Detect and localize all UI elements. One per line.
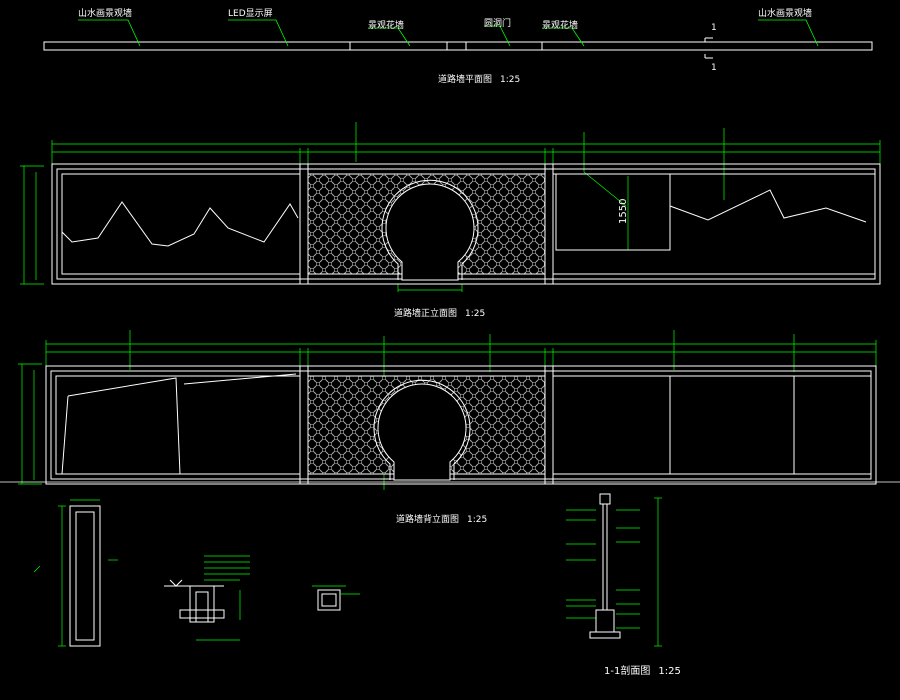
front-elevation-title: 道路墙正立面图 1:25 bbox=[394, 306, 485, 319]
plan-title-scale: 1:25 bbox=[500, 75, 521, 85]
section-mark-bottom: 1 bbox=[711, 63, 717, 73]
front-right-panel bbox=[552, 173, 876, 275]
back-elevation bbox=[0, 330, 900, 490]
plan-leaders bbox=[78, 19, 819, 47]
mountain-outline-right bbox=[669, 189, 867, 223]
label-led-screen: LED显示屏 bbox=[228, 9, 273, 19]
section-mark-top: 1 bbox=[711, 23, 717, 33]
back-moon-gate bbox=[373, 379, 471, 481]
front-mountain-panel bbox=[61, 173, 301, 275]
label-moon-gate: 圆洞门 bbox=[484, 19, 512, 29]
front-moon-gate bbox=[381, 179, 479, 281]
label-mountain-wall-right: 山水画景观墙 bbox=[758, 9, 813, 19]
back-wall-outline bbox=[45, 365, 877, 485]
front-wall-outline bbox=[51, 163, 881, 285]
section-title-scale: 1:25 bbox=[658, 666, 681, 677]
label-screen-wall-right: 景观花墙 bbox=[542, 21, 579, 31]
plan-view bbox=[43, 19, 873, 59]
detail-pier-section bbox=[33, 499, 118, 647]
front-elevation-scale: 1:25 bbox=[465, 309, 486, 319]
back-elevation-scale: 1:25 bbox=[467, 515, 488, 525]
section-title-text: 1-1剖面图 bbox=[604, 666, 651, 677]
back-right-panel bbox=[552, 375, 872, 475]
label-screen-wall-left: 景观花墙 bbox=[368, 21, 405, 31]
front-dim-1550: 1550 bbox=[618, 199, 629, 224]
detail-post bbox=[312, 585, 360, 611]
front-elevation: 1550 bbox=[20, 122, 881, 292]
section-1-1 bbox=[566, 493, 662, 647]
front-dimensions bbox=[20, 122, 881, 292]
label-mountain-wall-left: 山水画景观墙 bbox=[78, 9, 133, 19]
section-cut-mark bbox=[704, 37, 713, 59]
back-elevation-title-text: 道路墙背立面图 bbox=[396, 515, 460, 525]
detail-foundation bbox=[164, 555, 250, 641]
led-screen bbox=[555, 173, 671, 251]
section-title: 1-1剖面图 1:25 bbox=[604, 662, 681, 677]
plan-title: 道路墙平面图 1:25 bbox=[438, 72, 520, 85]
front-elevation-title-text: 道路墙正立面图 bbox=[394, 309, 458, 319]
mountain-outline bbox=[61, 201, 299, 247]
plan-wall-outline bbox=[43, 41, 873, 51]
plan-title-text: 道路墙平面图 bbox=[438, 75, 493, 85]
back-elevation-title: 道路墙背立面图 1:25 bbox=[396, 512, 487, 525]
